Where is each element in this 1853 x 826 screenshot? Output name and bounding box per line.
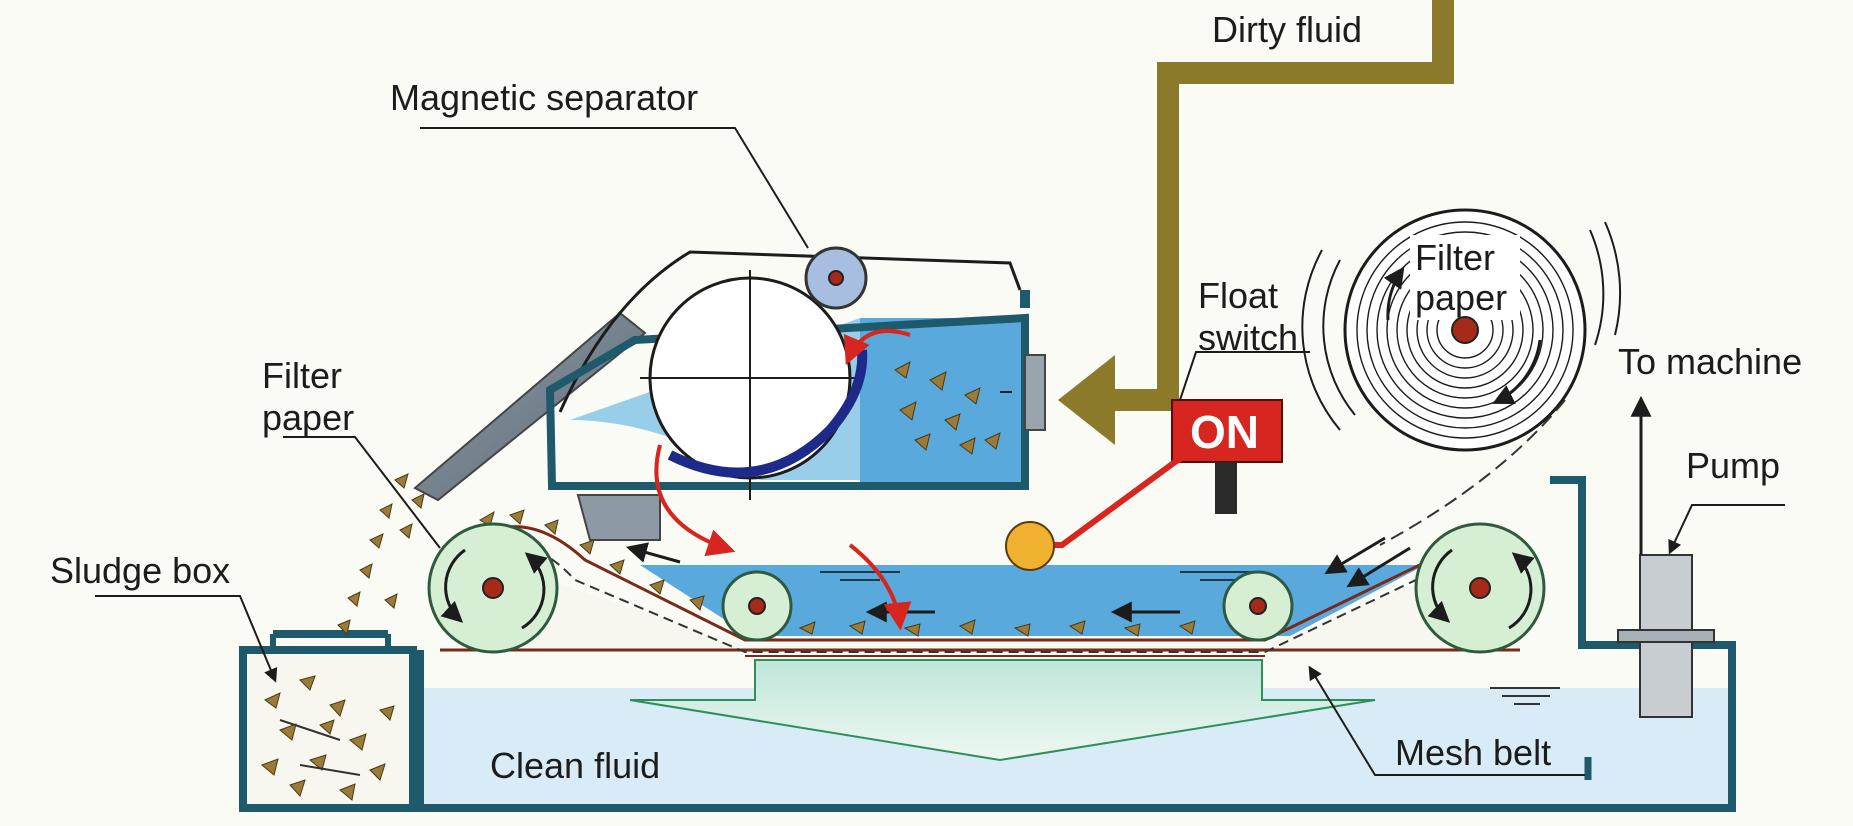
label-float-switch-line1: Float: [1198, 275, 1278, 316]
label-sludge-box: Sludge box: [50, 550, 230, 591]
roller-small-left: [721, 570, 793, 642]
label-pump: Pump: [1686, 445, 1780, 486]
label-filter-paper-left-line1: Filter: [262, 355, 342, 396]
label-magnetic-separator: Magnetic separator: [390, 77, 698, 118]
label-filter-paper-roll-line1: Filter: [1415, 237, 1495, 278]
magnetic-separator: [545, 246, 1046, 631]
roller-left: [427, 522, 559, 654]
float-switch: ON: [1005, 399, 1283, 571]
label-filter-paper-roll-line2: paper: [1415, 277, 1507, 318]
sludge-box: [239, 630, 417, 812]
leader-lines: [95, 127, 1785, 776]
clean-flow-arrow: [629, 659, 1376, 762]
falling-chips: [337, 473, 425, 636]
label-mesh-belt: Mesh belt: [1395, 732, 1551, 773]
switch-on-label: ON: [1190, 406, 1259, 458]
label-to-machine: To machine: [1618, 341, 1802, 382]
dirty-fluid-pipe: [1058, 0, 1454, 445]
roller-right: [1414, 522, 1546, 654]
pump: [1617, 395, 1715, 718]
label-dirty-fluid: Dirty fluid: [1212, 9, 1362, 50]
label-clean-fluid: Clean fluid: [490, 745, 660, 786]
label-float-switch-line2: switch: [1198, 317, 1298, 358]
filter-paper-roll: [1301, 208, 1622, 546]
label-filter-paper-left-line2: paper: [262, 397, 354, 438]
roller-small-right: [1222, 570, 1294, 642]
